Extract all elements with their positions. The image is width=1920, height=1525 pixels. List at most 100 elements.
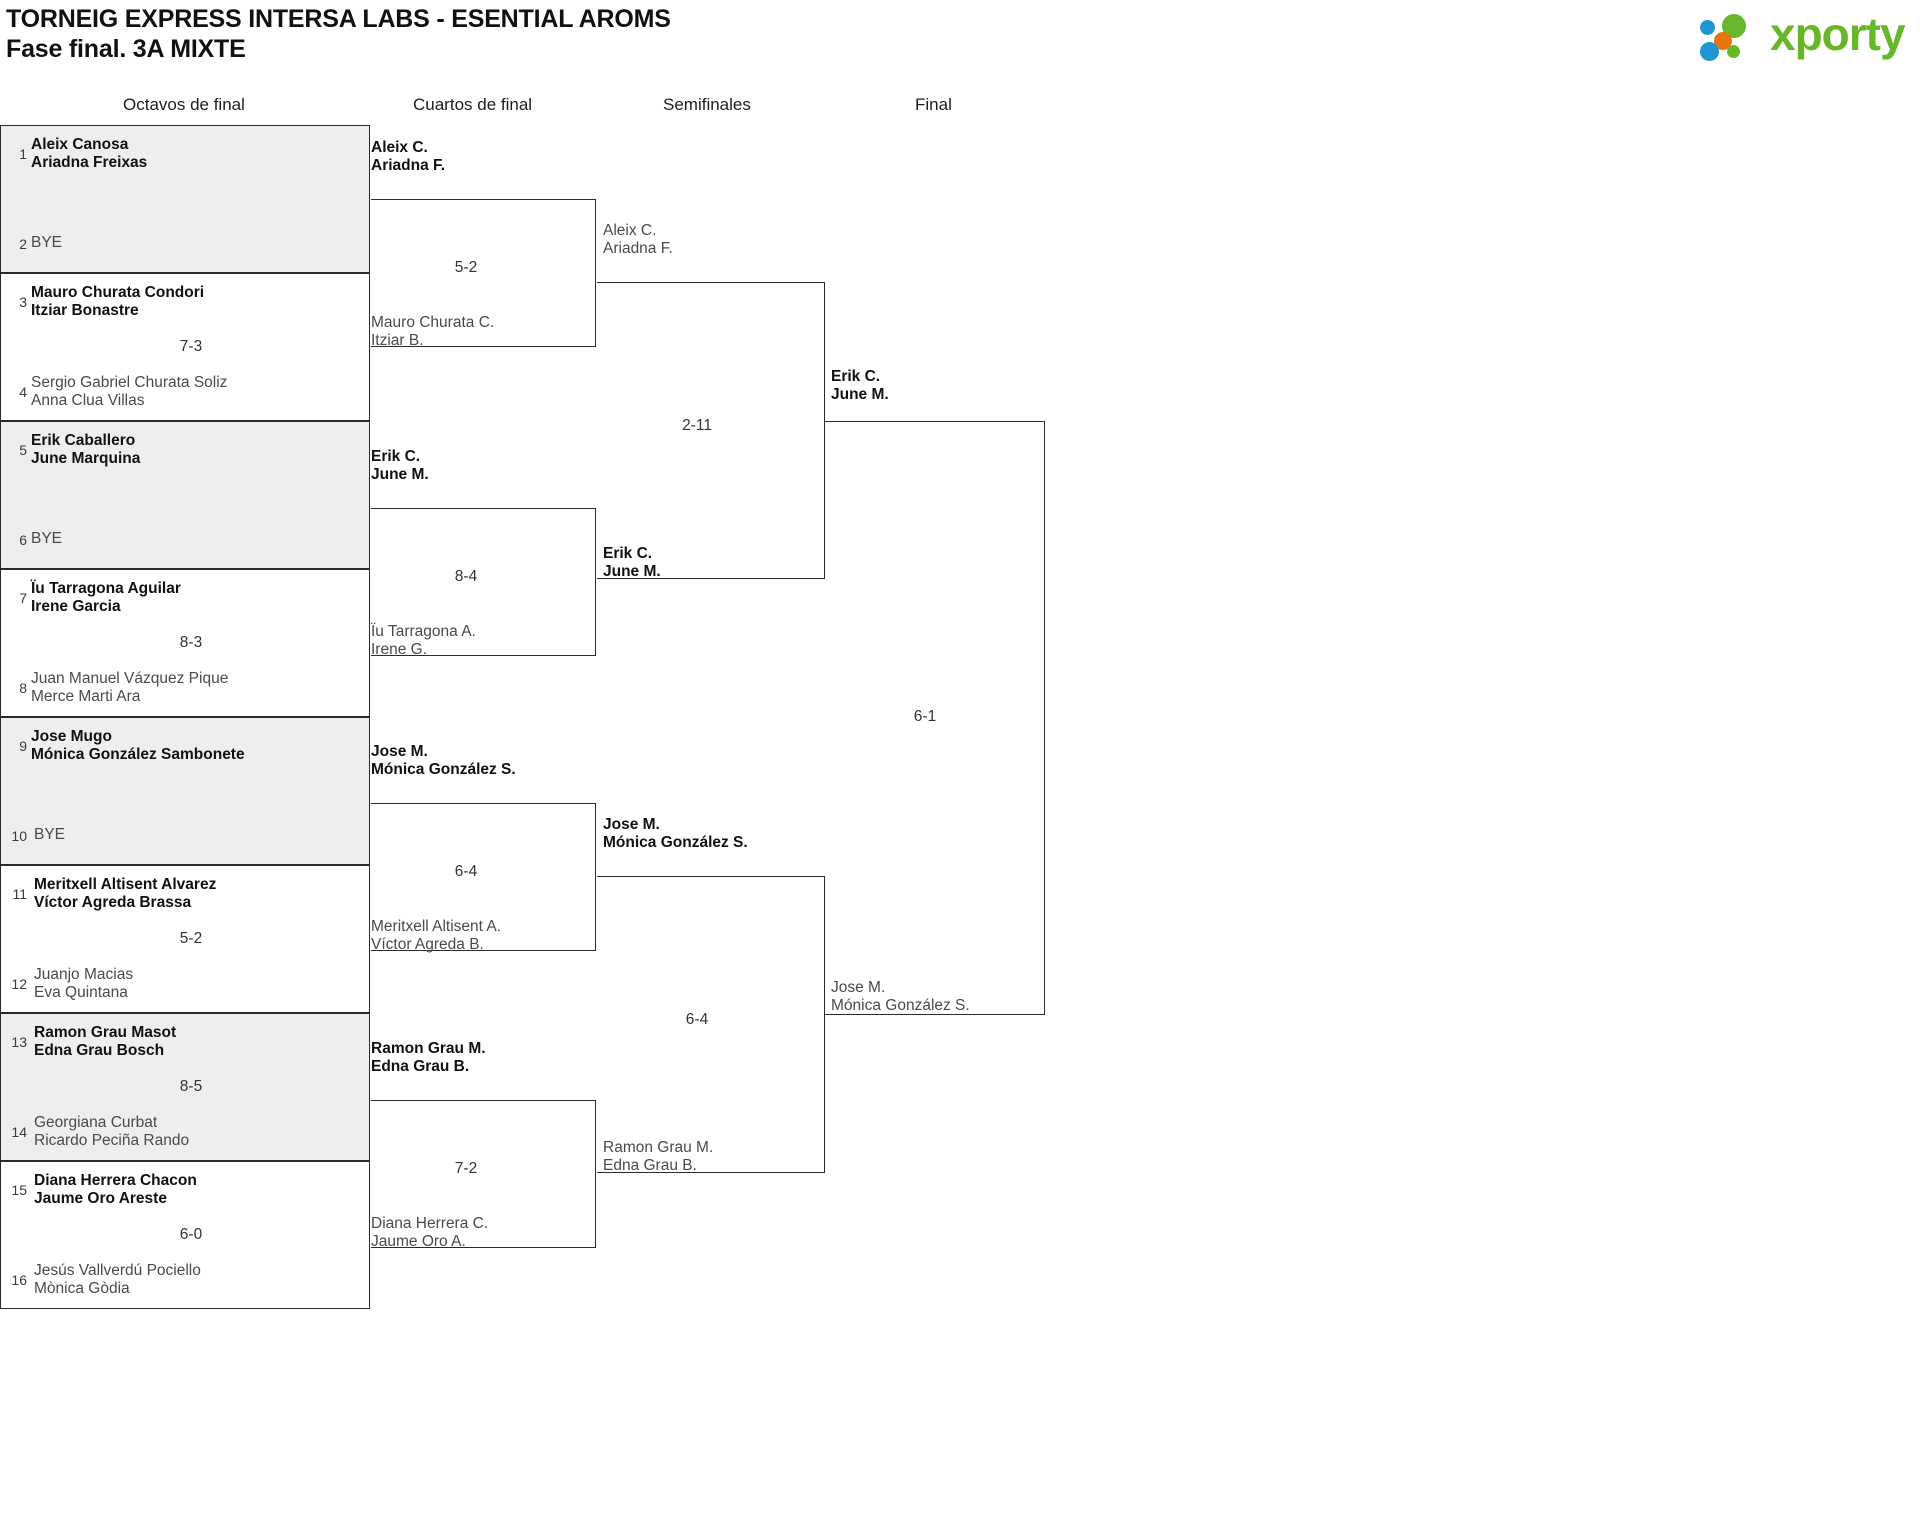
player-name: Georgiana Curbat — [34, 1114, 158, 1131]
player-name: June Marquina — [31, 450, 141, 467]
player-name: Mónica González S. — [831, 997, 970, 1014]
match-score: 2-11 — [682, 417, 712, 434]
match-score: 8-4 — [454, 568, 478, 585]
xporty-logo: xporty — [1700, 8, 1915, 64]
r1-match-2[interactable]: 3 Mauro Churata Condori Itziar Bonastre … — [0, 273, 370, 421]
tournament-phase: Fase final. 3A MIXTE — [6, 35, 246, 63]
player-name: Mònica Gòdia — [34, 1280, 130, 1297]
player-name: Mauro Churata Condori — [31, 284, 205, 301]
player-name: Erik C. — [371, 448, 421, 465]
player-name: Juan Manuel Vázquez Pique — [31, 670, 229, 687]
match-score: 6-4 — [454, 863, 478, 880]
page-title: TORNEIG EXPRESS INTERSA LABS - ESENTIAL … — [6, 4, 671, 64]
player-name: Mónica González S. — [603, 834, 748, 851]
player-name: Merce Marti Ara — [31, 688, 141, 705]
match-score: 6-4 — [685, 1011, 709, 1028]
match-score: 8-5 — [179, 1078, 203, 1095]
player-name: June M. — [831, 386, 889, 403]
seed-number: 8 — [19, 680, 27, 696]
player-name: Itziar Bonastre — [31, 302, 139, 319]
player-name: Ariadna F. — [603, 240, 673, 257]
seed-number: 6 — [19, 532, 27, 548]
player-name: Jose Mugo — [31, 728, 112, 745]
player-name: Mónica González Sambonete — [31, 746, 245, 763]
player-name: Jose M. — [603, 816, 660, 833]
player-name: Edna Grau Bosch — [34, 1042, 165, 1059]
player-name: Ramon Grau M. — [603, 1139, 714, 1156]
seed-number: 14 — [11, 1124, 27, 1140]
r1-match-8[interactable]: 15 Diana Herrera Chacon Jaume Oro Areste… — [0, 1161, 370, 1309]
player-name: Sergio Gabriel Churata Soliz — [31, 374, 228, 391]
player-name: Irene G. — [371, 641, 427, 658]
player-name: Edna Grau B. — [603, 1157, 697, 1174]
tournament-name: TORNEIG EXPRESS INTERSA LABS - ESENTIAL … — [6, 5, 671, 33]
seed-number: 15 — [11, 1182, 27, 1198]
round-header-final: Final — [915, 95, 952, 114]
seed-number: 3 — [19, 294, 27, 310]
player-name: Jose M. — [371, 743, 428, 760]
r1-match-3[interactable]: 5 Erik Caballero June Marquina 6 BYE — [0, 421, 370, 569]
seed-number: 12 — [11, 976, 27, 992]
round-header-semifinales: Semifinales — [663, 95, 751, 114]
player-name: Ïu Tarragona A. — [371, 623, 476, 640]
player-name: Aleix C. — [603, 222, 657, 239]
player-name: Diana Herrera C. — [371, 1215, 489, 1232]
player-name: Eva Quintana — [34, 984, 128, 1001]
seed-number: 16 — [11, 1272, 27, 1288]
r1-match-1[interactable]: 1 Aleix Canosa Ariadna Freixas 2 BYE — [0, 125, 370, 273]
seed-number: 4 — [19, 384, 27, 400]
player-name: BYE — [34, 826, 66, 843]
player-name: Meritxell Altisent Alvarez — [34, 876, 217, 893]
player-name: Erik Caballero — [31, 432, 136, 449]
player-name: Ïu Tarragona Aguilar — [31, 580, 181, 597]
player-name: Itziar B. — [371, 332, 424, 349]
player-name: Víctor Agreda B. — [371, 936, 484, 953]
match-score: 6-1 — [913, 708, 937, 725]
player-name: Jesús Vallverdú Pociello — [34, 1262, 201, 1279]
player-name: Aleix Canosa — [31, 136, 129, 153]
player-name: June M. — [371, 466, 429, 483]
player-name: Juanjo Macias — [34, 966, 134, 983]
seed-number: 11 — [12, 886, 27, 902]
match-score: 7-3 — [179, 338, 203, 355]
seed-number: 1 — [19, 146, 27, 162]
seed-number: 13 — [11, 1034, 27, 1050]
player-name: Ricardo Peciña Rando — [34, 1132, 190, 1149]
r1-match-4[interactable]: 7 Ïu Tarragona Aguilar Irene Garcia 8-3 … — [0, 569, 370, 717]
seed-number: 2 — [19, 236, 27, 252]
round-header-cuartos: Cuartos de final — [413, 95, 533, 114]
r1-match-6[interactable]: 11 Meritxell Altisent Alvarez Víctor Agr… — [0, 865, 370, 1013]
player-name: BYE — [31, 234, 63, 251]
player-name: Mauro Churata C. — [371, 314, 495, 331]
player-name: Erik C. — [831, 368, 881, 385]
player-name: Anna Clua Villas — [31, 392, 145, 409]
player-name: Mónica González S. — [371, 761, 516, 778]
match-score: 5-2 — [179, 930, 203, 947]
match-score: 6-0 — [179, 1226, 203, 1243]
player-name: Jose M. — [831, 979, 886, 996]
player-name: Meritxell Altisent A. — [371, 918, 502, 935]
player-name: Aleix C. — [371, 139, 428, 156]
player-name: Jaume Oro Areste — [34, 1190, 167, 1207]
match-score: 7-2 — [454, 1160, 478, 1177]
player-name: Erik C. — [603, 545, 653, 562]
seed-number: 9 — [19, 738, 27, 754]
match-score: 5-2 — [454, 259, 478, 276]
player-name: Ariadna F. — [371, 157, 446, 174]
player-name: Edna Grau B. — [371, 1058, 470, 1075]
seed-number: 5 — [19, 442, 27, 458]
player-name: BYE — [31, 530, 63, 547]
player-name: Ramon Grau M. — [371, 1040, 486, 1057]
player-name: Irene Garcia — [31, 598, 121, 615]
player-name: Jaume Oro A. — [371, 1233, 466, 1250]
logo-dots-icon — [1700, 14, 1772, 62]
player-name: Ariadna Freixas — [31, 154, 148, 171]
player-name: Diana Herrera Chacon — [34, 1172, 197, 1189]
r1-match-7[interactable]: 13 Ramon Grau Masot Edna Grau Bosch 8-5 … — [0, 1013, 370, 1161]
r1-match-5[interactable]: 9 Jose Mugo Mónica González Sambonete 10… — [0, 717, 370, 865]
round-header-octavos: Octavos de final — [123, 95, 245, 114]
logo-wordmark: xporty — [1770, 8, 1906, 60]
player-name: June M. — [603, 563, 661, 580]
match-score: 8-3 — [179, 634, 203, 651]
